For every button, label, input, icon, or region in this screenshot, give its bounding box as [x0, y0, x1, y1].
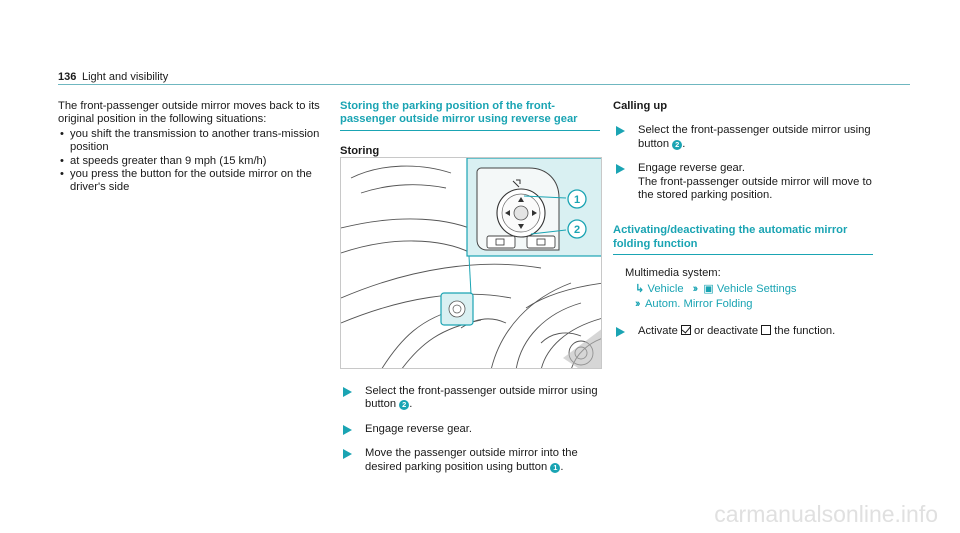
arrow-icon: [343, 424, 352, 435]
step-item: Engage reverse gear. The front-passenger…: [613, 162, 873, 202]
column-1: The front-passenger outside mirror moves…: [58, 100, 320, 195]
situation-list: you shift the transmission to another tr…: [58, 128, 320, 195]
subheading-storing: Storing: [340, 144, 380, 157]
callout-1: [567, 189, 587, 209]
subheading-calling-up: Calling up: [613, 100, 668, 112]
watermark: carmanualsonline.info: [714, 500, 938, 527]
step-item: Select the front-passenger outside mirro…: [340, 385, 600, 412]
list-item: at speeds greater than 9 mph (15 km/h): [58, 155, 320, 169]
column-3: Calling up Select the front-passenger ou…: [613, 100, 873, 339]
car-settings-icon: ▣: [703, 282, 714, 295]
menu-vehicle-settings[interactable]: Vehicle Settings: [716, 282, 797, 295]
multimedia-label: Multimedia system:: [625, 267, 721, 280]
arrow-icon: [616, 126, 625, 137]
menu-vehicle[interactable]: Vehicle: [647, 282, 684, 295]
double-chevron-icon: ››: [635, 298, 641, 311]
storing-steps: Select the front-passenger outside mirro…: [340, 374, 600, 474]
section-title: Light and visibility: [82, 71, 169, 83]
arrow-icon: [616, 327, 625, 338]
section-heading-folding: Activating/deactivating the automatic mi…: [613, 224, 873, 256]
step-item: Engage reverse gear.: [340, 423, 600, 436]
intro-paragraph: The front-passenger outside mirror moves…: [58, 100, 320, 126]
arrow-icon: [343, 387, 352, 397]
page-header: 136 Light and visibility: [58, 70, 910, 85]
callout-2-label: 2: [574, 224, 580, 236]
arrow-icon: [343, 449, 352, 460]
step-item: Select the front-passenger outside mirro…: [613, 124, 873, 151]
unchecked-checkbox-icon: [761, 325, 772, 336]
step-item: Activate or deactivate the function.: [613, 325, 873, 338]
enter-arrow-icon: ↳: [635, 282, 645, 295]
step-item: Move the passenger outside mirror into t…: [340, 447, 600, 474]
button-1-badge: 1: [550, 462, 561, 473]
menu-path: Multimedia system: ↳ Vehicle ›› ▣ Vehicl…: [613, 267, 873, 311]
button-2-badge: 2: [672, 139, 683, 150]
list-item: you shift the transmission to another tr…: [58, 128, 320, 155]
column-2: Storing the parking position of the fron…: [340, 100, 600, 158]
door-panel-illustration: 1 2: [341, 158, 601, 368]
double-chevron-icon: ››: [692, 282, 699, 295]
arrow-icon: [616, 164, 625, 175]
mirror-control-figure: 1 2: [340, 157, 602, 369]
callout-1-label: 1: [574, 194, 580, 206]
menu-line-2: ›› Autom. Mirror Folding: [625, 298, 873, 311]
section-heading-storing: Storing the parking position of the fron…: [340, 100, 600, 131]
menu-line-1: ↳ Vehicle ›› ▣ Vehicle Settings: [625, 283, 873, 296]
button-2-badge: 2: [399, 400, 410, 411]
callout-2: [567, 219, 587, 239]
page-number: 136: [58, 71, 77, 83]
checked-checkbox-icon: [680, 325, 691, 336]
list-item: you press the button for the outside mir…: [58, 168, 320, 195]
menu-autom-mirror-folding[interactable]: Autom. Mirror Folding: [644, 298, 753, 311]
